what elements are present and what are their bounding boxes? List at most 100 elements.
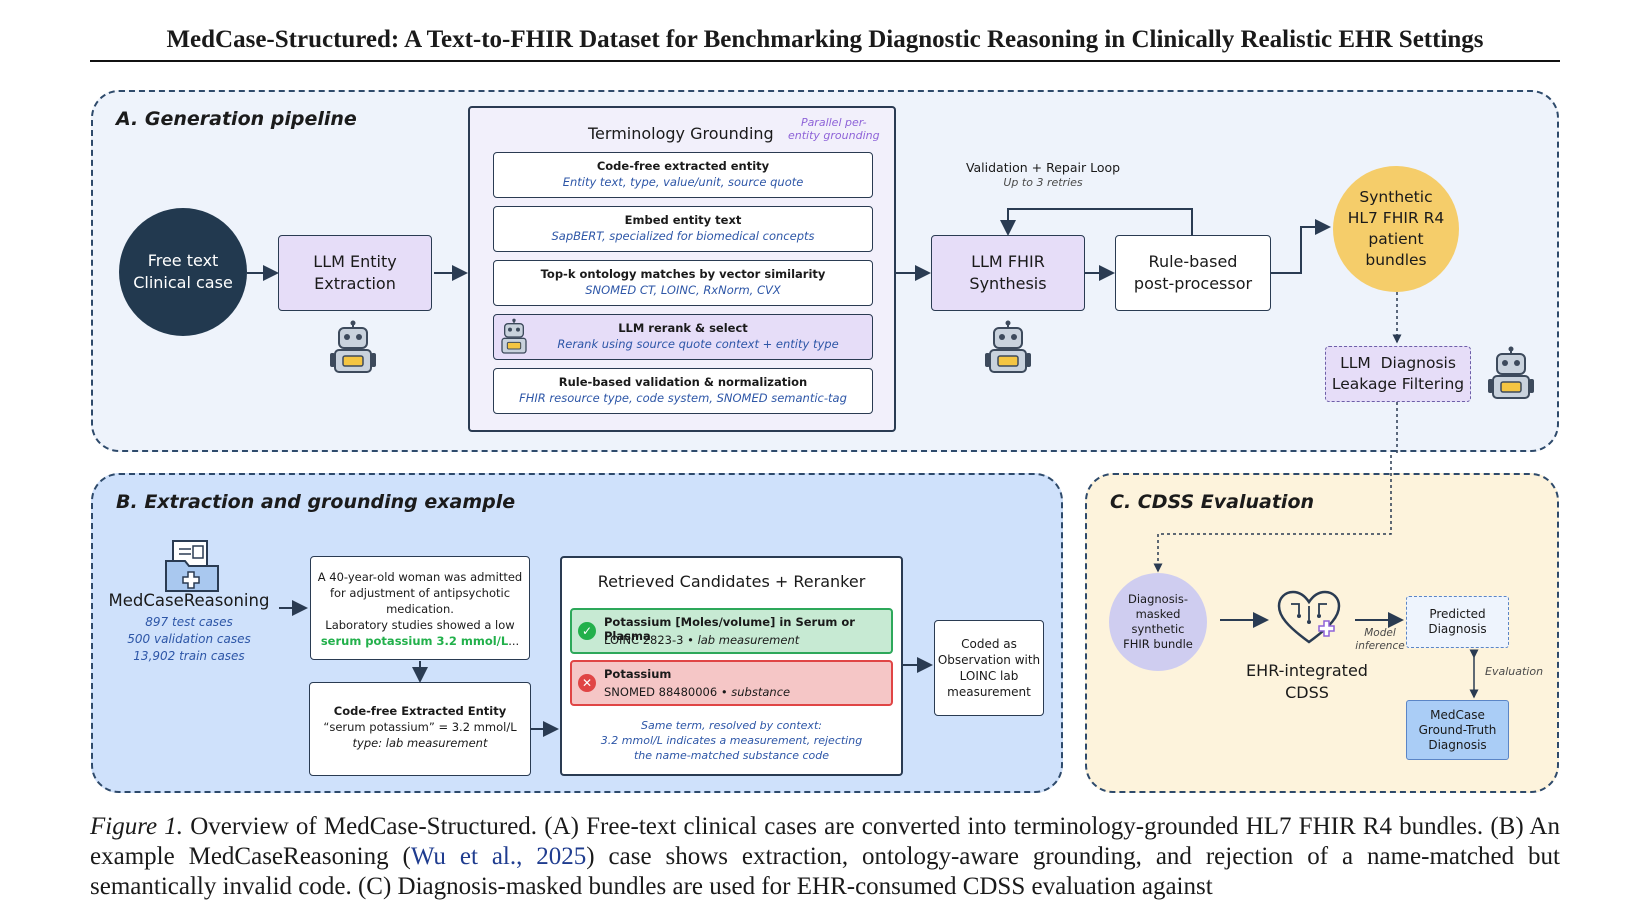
step-4-subtitle: Rerank using source quote context + enti… — [557, 337, 839, 351]
step-5-title: Rule-based validation & normalization — [558, 375, 808, 389]
case-ellipsis: ... — [508, 634, 520, 648]
caption-citation-link[interactable]: Wu et al., 2025 — [410, 843, 587, 870]
repair-loop-label: Validation + Repair Loop Up to 3 retries — [963, 160, 1123, 190]
rejected-code-line: SNOMED 88480006 • substance — [604, 685, 790, 699]
extracted-title: Code-free Extracted Entity — [333, 704, 507, 718]
output-line-2: HL7 FHIR R4 — [1347, 209, 1445, 227]
leakage-line-2: Leakage Filtering — [1331, 375, 1465, 393]
rule-based-postprocessor-box: Rule-based post-processor — [1115, 235, 1271, 311]
cdss-label: EHR-integrated CDSS — [1227, 660, 1387, 704]
paper-title: MedCase-Structured: A Text-to-FHIR Datas… — [166, 26, 1484, 53]
diagnosis-masked-node: Diagnosis- masked synthetic FHIR bundle — [1109, 573, 1207, 671]
step-3-subtitle: SNOMED CT, LOINC, RxNorm, CVX — [585, 283, 781, 297]
step-1-title: Code-free extracted entity — [596, 159, 770, 173]
output-line-3: patient — [1368, 230, 1424, 248]
model-inference-line-2: inference — [1355, 640, 1405, 652]
reranker-note-line-2: 3.2 mmol/L indicates a measurement, reje… — [600, 734, 863, 747]
free-text-node: Free text Clinical case — [119, 208, 247, 336]
evaluation-label: Evaluation — [1485, 665, 1544, 678]
output-line-4: bundles — [1365, 251, 1427, 269]
masked-line-4: FHIR bundle — [1123, 637, 1193, 651]
reranker-box: Retrieved Candidates + Reranker ✓ Potass… — [560, 556, 903, 776]
predicted-line-2: Diagnosis — [1428, 622, 1487, 636]
heart-circuit-icon — [1277, 590, 1341, 644]
case-line-5: serum potassium 3.2 mmol/L... — [311, 633, 529, 649]
rejected-candidate: ✕ Potassium SNOMED 88480006 • substance — [570, 660, 893, 706]
grounding-step-2: Embed entity text SapBERT, specialized f… — [493, 206, 873, 252]
robot-icon — [1488, 346, 1534, 399]
title-rule — [90, 60, 1560, 62]
coded-line-4: measurement — [947, 685, 1031, 699]
postprocessor-line-1: Rule-based — [1148, 252, 1238, 271]
case-text-box: A 40-year-old woman was admitted for adj… — [310, 556, 530, 660]
coded-line-3: LOINC lab — [959, 669, 1019, 683]
grounding-step-4: LLM rerank & select Rerank using source … — [493, 314, 873, 360]
source-stat-train: 13,902 train cases — [133, 649, 245, 663]
panel-c-title: C. CDSS Evaluation — [1110, 491, 1315, 513]
repair-loop-subtitle: Up to 3 retries — [1003, 176, 1083, 189]
step-4-title: LLM rerank & select — [618, 321, 748, 335]
grounding-step-3: Top-k ontology matches by vector similar… — [493, 260, 873, 306]
robot-icon — [501, 318, 527, 354]
rejected-kind: substance — [731, 685, 791, 699]
panel-c: C. CDSS Evaluation Diagnosis- masked syn… — [1085, 455, 1559, 793]
accepted-code-line: LOINC 2823-3 • lab measurement — [604, 633, 799, 647]
caption-label: Figure 1. — [90, 813, 184, 840]
case-line-3: medication. — [386, 602, 454, 616]
grounding-step-1: Code-free extracted entity Entity text, … — [493, 152, 873, 198]
reranker-note: Same term, resolved by context: 3.2 mmol… — [562, 718, 901, 763]
coded-line-1: Coded as — [961, 637, 1017, 651]
medical-folder-icon — [165, 540, 219, 592]
case-highlight: serum potassium 3.2 mmol/L — [320, 634, 509, 648]
panel-a-title: A. Generation pipeline — [116, 108, 357, 130]
step-2-subtitle: SapBERT, specialized for biomedical conc… — [551, 229, 815, 243]
entity-extraction-line-2: Extraction — [314, 274, 396, 293]
postprocessor-line-2: post-processor — [1133, 274, 1253, 293]
model-inference-line-1: Model — [1364, 627, 1396, 639]
case-line-4: Laboratory studies showed a low — [325, 618, 515, 632]
ground-truth-line-3: Diagnosis — [1428, 737, 1487, 752]
masked-line-3: synthetic — [1131, 622, 1185, 636]
leakage-line-1: LLM Diagnosis — [1340, 354, 1456, 372]
masked-line-1: Diagnosis- — [1127, 592, 1189, 606]
coded-line-2: Observation with — [937, 653, 1041, 667]
extracted-entity-box: Code-free Extracted Entity “serum potass… — [309, 682, 531, 776]
cdss-line-1: EHR-integrated — [1246, 661, 1368, 680]
case-line-1: A 40-year-old woman was admitted — [317, 570, 523, 584]
step-3-title: Top-k ontology matches by vector similar… — [540, 267, 826, 281]
ground-truth-line-1: MedCase — [1430, 707, 1485, 722]
free-text-line-2: Clinical case — [133, 273, 233, 292]
check-icon: ✓ — [578, 622, 596, 640]
terminology-grounding-panel: Terminology Grounding Parallel per- enti… — [468, 106, 896, 432]
predicted-diagnosis-box: Predicted Diagnosis — [1406, 596, 1509, 648]
rejected-name: Potassium — [604, 667, 672, 681]
rejected-code: SNOMED 88480006 • — [604, 685, 728, 699]
reranker-note-line-3: the name-matched substance code — [633, 749, 830, 762]
coded-observation-box: Coded as Observation with LOINC lab meas… — [934, 620, 1044, 716]
panel-b-title: B. Extraction and grounding example — [116, 491, 516, 513]
accepted-name: Potassium [Moles/volume] in Serum or Pla… — [604, 615, 855, 643]
output-line-1: Synthetic — [1359, 188, 1433, 206]
repair-loop-title: Validation + Repair Loop — [965, 160, 1121, 175]
fhir-synthesis-line-1: LLM FHIR — [971, 252, 1045, 271]
medcase-source: MedCaseReasoning 897 test cases 500 vali… — [99, 591, 279, 663]
accepted-candidate: ✓ Potassium [Moles/volume] in Serum or P… — [570, 608, 893, 654]
cross-icon: ✕ — [578, 674, 596, 692]
robot-icon — [985, 320, 1031, 373]
llm-fhir-synthesis-box: LLM FHIR Synthesis — [931, 235, 1085, 311]
llm-entity-extraction-box: LLM Entity Extraction — [278, 235, 432, 311]
step-2-title: Embed entity text — [624, 213, 742, 227]
source-stat-validation: 500 validation cases — [127, 632, 251, 646]
grounding-note-line-1: Parallel per- — [800, 116, 867, 129]
extracted-type: type: lab measurement — [352, 736, 488, 750]
step-5-subtitle: FHIR resource type, code system, SNOMED … — [519, 391, 847, 405]
ground-truth-line-2: Ground-Truth — [1418, 722, 1497, 737]
ground-truth-box: MedCase Ground-Truth Diagnosis — [1406, 700, 1509, 760]
grounding-note: Parallel per- entity grounding — [788, 116, 880, 142]
grounding-title: Terminology Grounding — [588, 124, 774, 143]
panel-a: A. Generation pipeline Free text Clinica… — [91, 90, 1559, 454]
step-1-subtitle: Entity text, type, value/unit, source qu… — [562, 175, 804, 189]
synthetic-fhir-bundles-node: Synthetic HL7 FHIR R4 patient bundles — [1333, 166, 1459, 292]
case-line-2: for adjustment of antipsychotic — [329, 586, 511, 600]
source-name: MedCaseReasoning — [108, 591, 270, 610]
